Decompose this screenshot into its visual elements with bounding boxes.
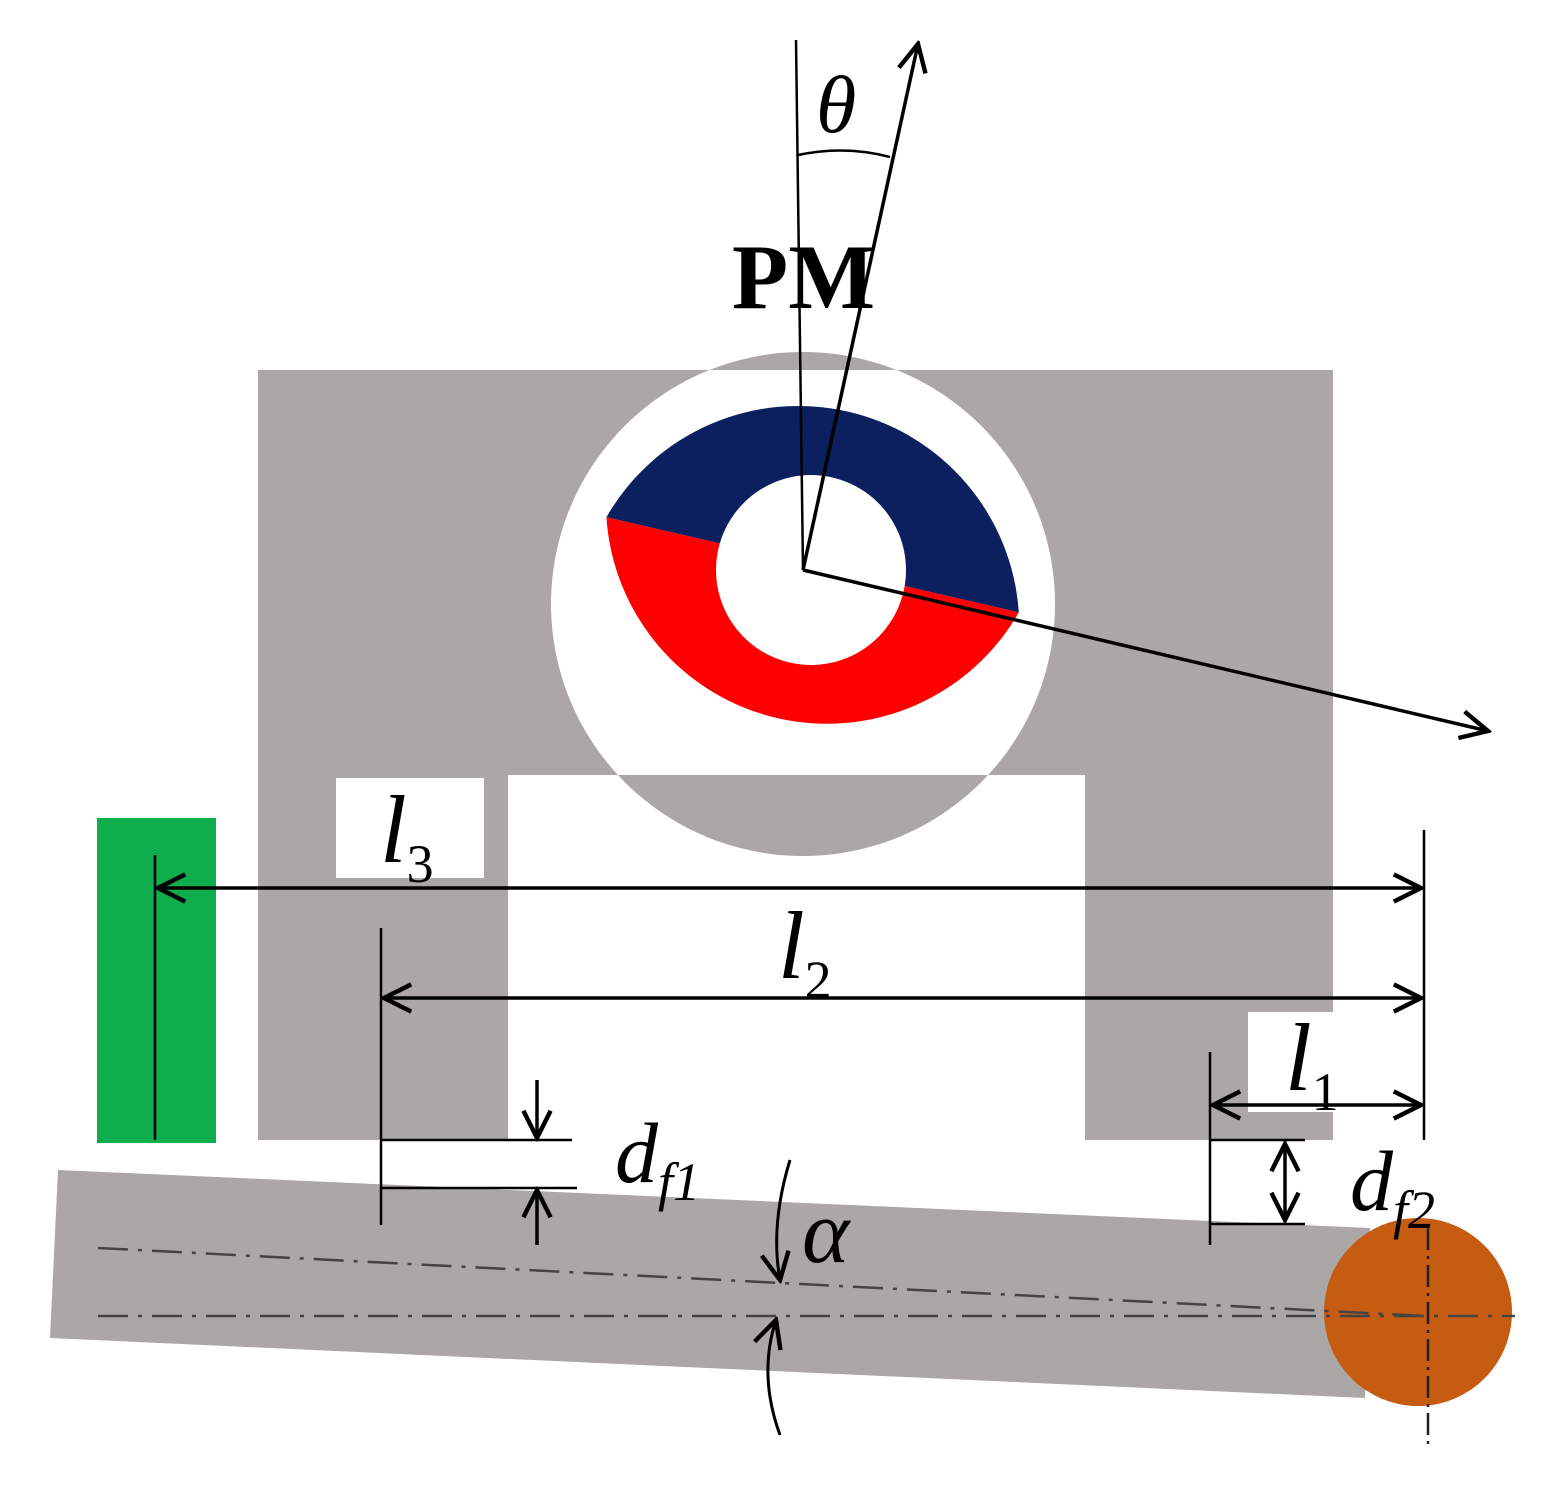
alpha-arrow-bottom (768, 1320, 780, 1436)
l3-label: l3 (380, 776, 434, 894)
stator-core (258, 352, 1333, 1140)
vertical-reference-line (794, 39, 805, 571)
l1-label: l1 (1285, 1004, 1339, 1122)
theta-arc (797, 149, 891, 159)
alpha-arrow-top (777, 1159, 792, 1280)
l2-label: l2 (778, 892, 832, 1010)
tip-ball (1324, 1218, 1512, 1406)
magnet-inner-hole (716, 475, 906, 665)
lever-direction-arrow (802, 568, 1488, 731)
pm-label: PM (732, 226, 875, 328)
l3-label-box (336, 778, 484, 878)
lever-beam (50, 1170, 1370, 1398)
theta-label: θ (816, 59, 856, 150)
left-block (97, 818, 216, 1143)
df2-label: df2 (1350, 1133, 1435, 1240)
df1-label: df1 (615, 1105, 700, 1212)
alpha-label: α (802, 1183, 851, 1282)
permanent-magnet-ring (606, 405, 1019, 724)
magnetization-arrow (801, 44, 918, 571)
